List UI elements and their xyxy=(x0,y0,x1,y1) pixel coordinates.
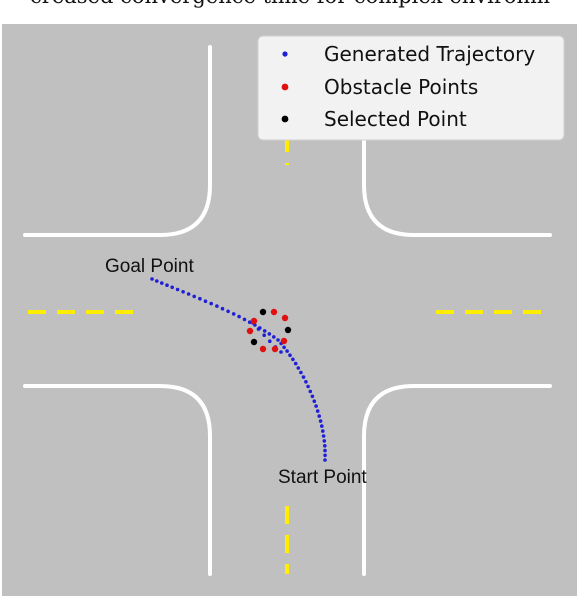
legend: Generated Trajectory Obstacle Points Sel… xyxy=(257,35,565,141)
obstacle-point xyxy=(281,314,289,322)
trajectory-point xyxy=(285,349,289,353)
start-point-label: Start Point xyxy=(278,467,367,488)
obstacle-point xyxy=(259,345,267,353)
legend-label-selected: Selected Point xyxy=(324,107,467,131)
trajectory-point xyxy=(150,277,154,281)
trajectory-point xyxy=(315,409,320,413)
selected-point xyxy=(250,338,258,346)
legend-label-obstacle: Obstacle Points xyxy=(324,75,478,99)
trajectory-point xyxy=(318,419,323,423)
trajectory-point xyxy=(256,327,261,331)
legend-marker-obstacle xyxy=(281,83,289,91)
trajectory-point xyxy=(323,453,327,458)
curb-top-left xyxy=(23,45,212,237)
trajectory-point xyxy=(323,448,327,453)
trajectory-point xyxy=(226,309,230,314)
trajectory-point xyxy=(160,281,164,285)
trajectory-point xyxy=(282,345,286,350)
trajectory-point xyxy=(310,394,315,399)
trajectory-point xyxy=(165,283,169,288)
trajectory-point xyxy=(203,299,208,304)
trajectory-point xyxy=(170,285,174,290)
legend-label-trajectory: Generated Trajectory xyxy=(324,42,535,66)
trajectory-point xyxy=(192,294,196,299)
trajectory-point xyxy=(288,353,292,358)
trajectory-point xyxy=(231,312,236,316)
trajectory-point xyxy=(322,439,327,443)
trajectory-point xyxy=(301,375,306,379)
trajectory-point xyxy=(323,458,327,462)
trajectory-point xyxy=(237,314,241,319)
obstacle-point xyxy=(271,345,279,353)
trajectory-point xyxy=(276,338,280,342)
trajectory-point xyxy=(186,292,191,296)
trajectory-point xyxy=(279,350,283,354)
selected-points xyxy=(250,308,292,346)
trajectory-point xyxy=(181,290,185,294)
goal-point-label: Goal Point xyxy=(105,256,194,277)
trajectory-point xyxy=(320,424,324,428)
trajectory-point xyxy=(304,380,308,384)
trajectory-point xyxy=(323,444,327,448)
trajectory-point xyxy=(317,414,322,418)
trajectory-point xyxy=(308,389,313,394)
obstacle-point xyxy=(270,308,278,316)
trajectory-point xyxy=(267,332,272,336)
caption-fragment: creased convergence time for complex env… xyxy=(0,0,580,14)
trajectory-point xyxy=(262,329,267,333)
trajectory-point xyxy=(198,296,202,301)
selected-point xyxy=(284,326,292,334)
trajectory-point xyxy=(242,317,247,322)
trajectory-point xyxy=(155,279,159,283)
selected-point xyxy=(259,308,267,316)
legend-marker-trajectory xyxy=(282,51,288,57)
curb-bottom-right xyxy=(362,384,552,576)
trajectory-point xyxy=(175,287,180,292)
trajectory-point xyxy=(293,361,298,366)
trajectory-point xyxy=(268,339,272,344)
curb-top-right xyxy=(362,45,552,237)
trajectory-point xyxy=(299,370,303,375)
trajectory-point xyxy=(209,301,213,306)
trajectory-point xyxy=(314,404,318,408)
curb-bottom-left xyxy=(23,384,212,576)
legend-box xyxy=(257,35,565,141)
trajectory-point xyxy=(321,429,325,433)
trajectory-point xyxy=(262,333,267,338)
trajectory-point xyxy=(306,384,310,389)
trajectory-point xyxy=(296,366,301,370)
trajectory-point xyxy=(312,399,317,404)
trajectory-point xyxy=(215,304,219,308)
road-edges xyxy=(23,45,552,576)
legend-marker-selected xyxy=(281,115,289,123)
generated-trajectory xyxy=(150,277,327,462)
obstacle-point xyxy=(246,327,254,335)
obstacle-point xyxy=(250,317,258,325)
obstacle-point xyxy=(280,337,288,345)
trajectory-point xyxy=(220,306,225,311)
trajectory-point xyxy=(321,434,326,438)
obstacle-points xyxy=(246,308,289,353)
trajectory-point xyxy=(291,357,295,362)
trajectory-point xyxy=(272,335,276,339)
trajectory-point xyxy=(247,320,252,325)
